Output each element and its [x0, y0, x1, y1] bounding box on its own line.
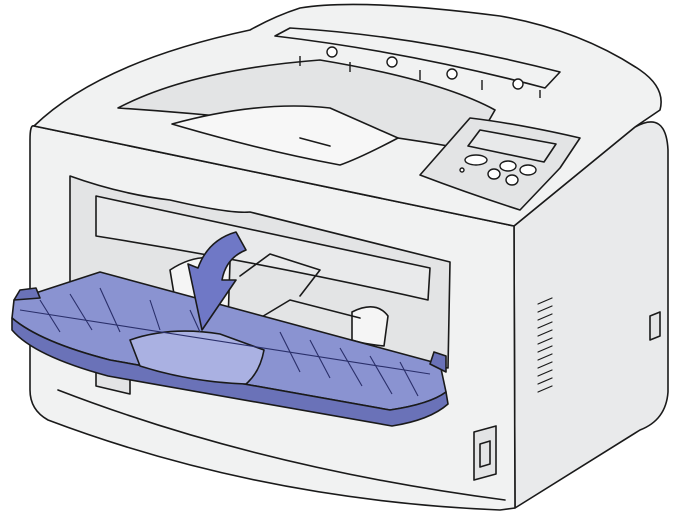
- side-vents: [537, 297, 553, 393]
- side-port: [649, 311, 661, 341]
- feeder-tray-lip: [11, 317, 449, 427]
- roller: [386, 56, 398, 68]
- feeder-tray-tab-left: [13, 287, 41, 301]
- paper-drawer: [57, 389, 506, 501]
- control-buttons: [459, 154, 537, 186]
- control-button-icon[interactable]: [487, 168, 501, 180]
- feeder-tray-ribs: [19, 287, 431, 397]
- rear-rollers: [299, 46, 541, 98]
- feeder-tray-center-guide: [129, 330, 265, 385]
- roller: [446, 68, 458, 80]
- printer-body: [29, 3, 669, 511]
- multipurpose-feeder-tray[interactable]: [11, 271, 449, 427]
- control-button-icon[interactable]: [464, 154, 488, 166]
- lcd-display: [467, 129, 557, 163]
- control-button-icon[interactable]: [499, 160, 517, 172]
- paper-exit-slot: [274, 27, 561, 89]
- power-switch-icon[interactable]: [473, 425, 497, 481]
- control-button-icon[interactable]: [519, 164, 537, 176]
- printer-side-panel: [513, 121, 669, 509]
- paper-guide-right: [351, 306, 389, 347]
- roller: [326, 46, 338, 58]
- curved-down-arrow-icon: [187, 231, 247, 331]
- control-button-icon[interactable]: [505, 174, 519, 186]
- output-tray-extension: [171, 105, 399, 166]
- feeder-tray-tab-right: [429, 351, 447, 373]
- roller: [512, 78, 524, 90]
- indicator-light: [459, 167, 465, 173]
